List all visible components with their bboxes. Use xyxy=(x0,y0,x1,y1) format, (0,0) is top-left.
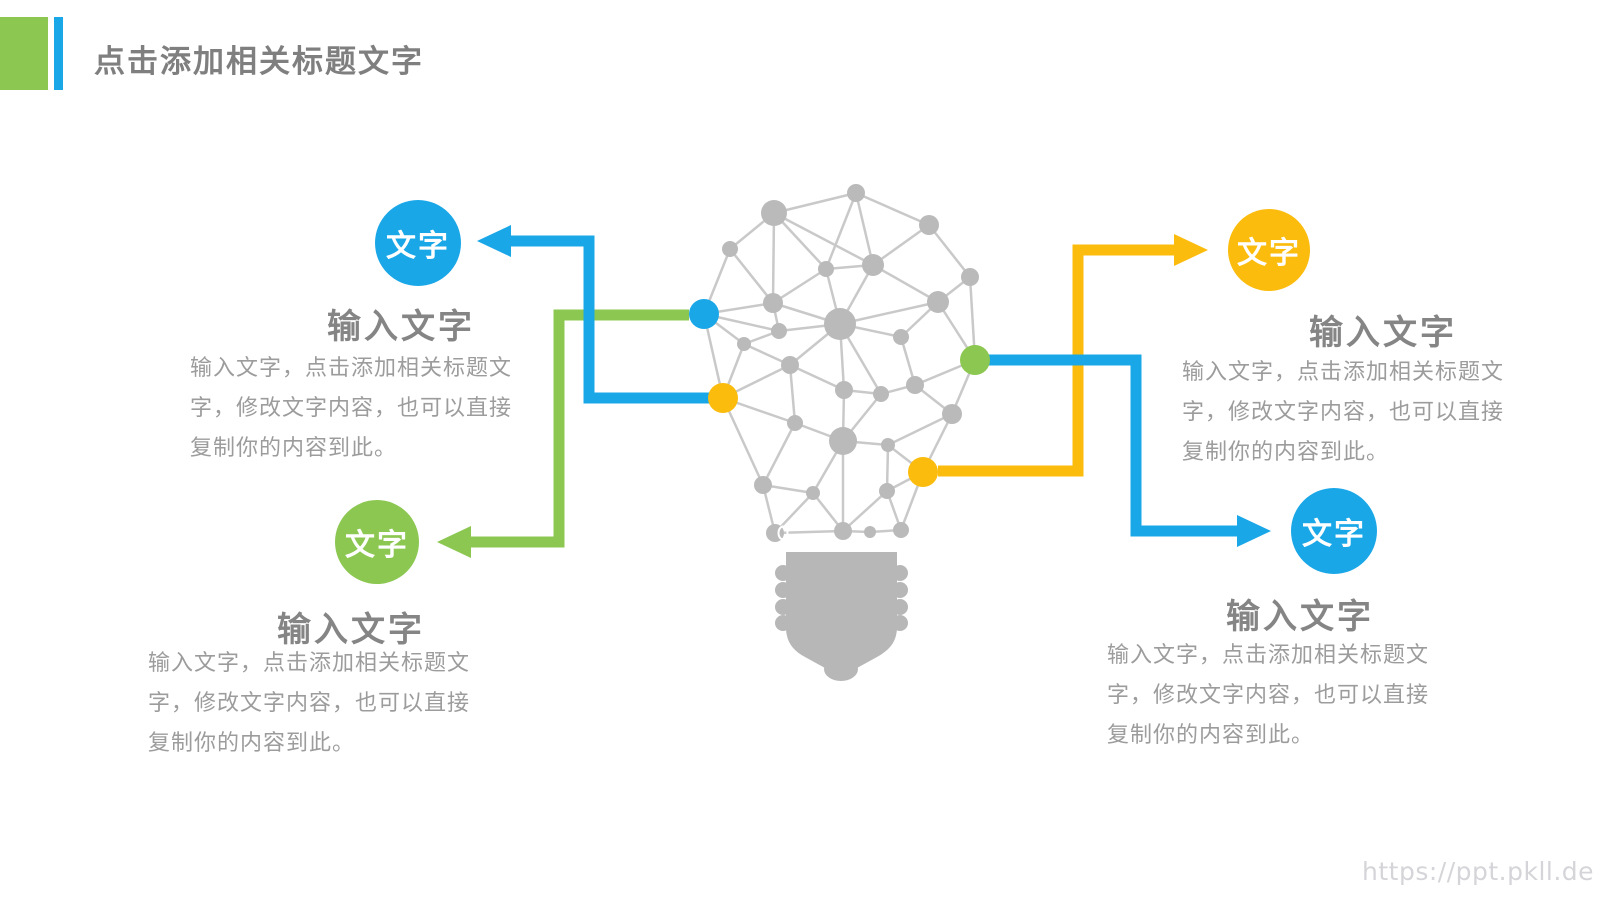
anchor-dot-yellow xyxy=(908,457,938,487)
body-line: 字，修改文字内容，也可以直接 xyxy=(190,395,513,420)
body-line: 输入文字，点击添加相关标题文 xyxy=(148,650,471,675)
body-line: 字，修改文字内容，也可以直接 xyxy=(1182,399,1505,424)
anchor-dots xyxy=(689,299,990,487)
network-edges xyxy=(702,191,977,535)
body-line: 输入文字，点击添加相关标题文 xyxy=(190,355,513,380)
body-line: 字，修改文字内容，也可以直接 xyxy=(1107,682,1430,707)
callout-heading-left-bottom[interactable]: 输入文字 xyxy=(277,611,425,649)
network-nodes xyxy=(722,184,979,542)
connector-right-bottom-blue xyxy=(988,354,1238,537)
text-badge-left-bottom[interactable]: 文字 xyxy=(335,500,419,584)
body-line: 复制你的内容到此。 xyxy=(1182,439,1390,464)
anchor-dot-blue xyxy=(689,299,719,329)
header-accent-blue-bar xyxy=(54,17,63,90)
callout-body-left-top[interactable]: 输入文字，点击添加相关标题文 字，修改文字内容，也可以直接 复制你的内容到此。 xyxy=(190,348,512,468)
callout-body-right-top[interactable]: 输入文字，点击添加相关标题文 字，修改文字内容，也可以直接 复制你的内容到此。 xyxy=(1182,352,1504,472)
body-line: 输入文字，点击添加相关标题文 xyxy=(1182,359,1505,384)
arrow-right-yellow-icon xyxy=(1174,234,1208,266)
callout-body-right-bottom[interactable]: 输入文字，点击添加相关标题文 字，修改文字内容，也可以直接 复制你的内容到此。 xyxy=(1107,635,1429,755)
anchor-dot-green xyxy=(960,345,990,375)
body-line: 复制你的内容到此。 xyxy=(148,730,356,755)
text-badge-right-bottom[interactable]: 文字 xyxy=(1291,488,1377,574)
arrow-right-blue-icon xyxy=(1237,515,1271,547)
body-line: 输入文字，点击添加相关标题文 xyxy=(1107,642,1430,667)
text-badge-left-top[interactable]: 文字 xyxy=(375,200,461,286)
text-badge-right-top[interactable]: 文字 xyxy=(1228,209,1310,291)
body-line: 复制你的内容到此。 xyxy=(190,435,398,460)
callout-body-left-bottom[interactable]: 输入文字，点击添加相关标题文 字，修改文字内容，也可以直接 复制你的内容到此。 xyxy=(148,643,470,763)
arrow-left-blue-icon xyxy=(477,225,511,257)
watermark-url: https://ppt.pkll.de xyxy=(1362,857,1595,886)
slide-title-placeholder[interactable]: 点击添加相关标题文字 xyxy=(94,44,424,79)
body-line: 字，修改文字内容，也可以直接 xyxy=(148,690,471,715)
header-accent-green-square xyxy=(0,17,48,90)
bulb-screw-base xyxy=(775,552,908,681)
body-line: 复制你的内容到此。 xyxy=(1107,722,1315,747)
callout-heading-left-top[interactable]: 输入文字 xyxy=(327,308,475,346)
callout-heading-right-bottom[interactable]: 输入文字 xyxy=(1226,598,1374,636)
connector-left-bottom-green xyxy=(468,309,689,548)
connector-left-top-blue xyxy=(510,235,712,404)
callout-heading-right-top[interactable]: 输入文字 xyxy=(1309,314,1457,352)
anchor-dot-yellow xyxy=(708,383,738,413)
arrow-left-green-icon xyxy=(437,526,471,558)
